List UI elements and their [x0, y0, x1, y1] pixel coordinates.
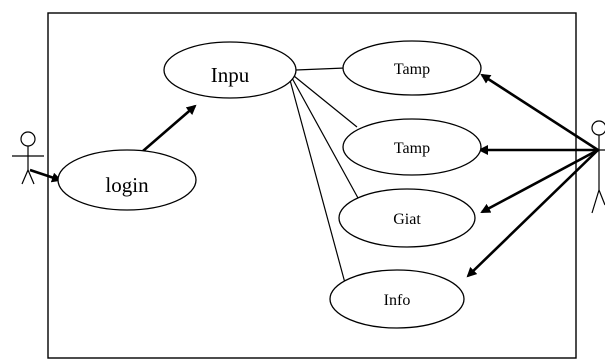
use-case-tamp-1-label: Tamp — [394, 61, 430, 78]
use-case-giat-label: Giat — [393, 211, 421, 228]
use-case-giat: Giat — [338, 188, 476, 248]
use-case-info-label: Info — [384, 292, 411, 309]
use-case-login-label: login — [105, 173, 149, 197]
use-case-login: login — [57, 149, 197, 211]
system-boundary — [47, 12, 577, 359]
actor-user-right — [586, 120, 605, 214]
use-case-info: Info — [329, 269, 465, 329]
use-case-input: Inpu — [163, 41, 297, 99]
actor-user-left — [12, 131, 44, 185]
use-case-tamp-1: Tamp — [342, 40, 482, 96]
use-case-tamp-2-label: Tamp — [394, 140, 430, 157]
use-case-input-label: Inpu — [211, 63, 250, 87]
arrows — [29, 73, 599, 278]
use-case-tamp-2: Tamp — [342, 118, 482, 176]
associations — [289, 67, 359, 284]
